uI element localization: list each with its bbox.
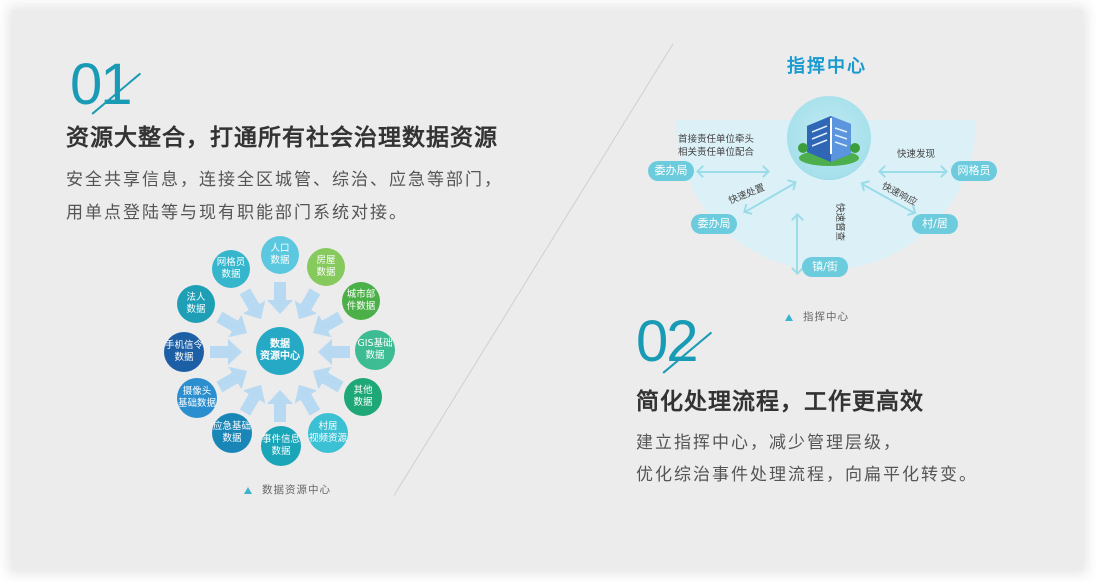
triangle-icon (785, 313, 793, 321)
node-mobile-signal: 手机信令 数据 (164, 332, 204, 372)
node-housing: 房屋 数据 (307, 248, 345, 286)
data-center-caption: 数据资源中心 (244, 482, 331, 497)
node-city-parts: 城市部 件数据 (342, 282, 380, 320)
pill-grid-staff: 网格员 (951, 161, 997, 181)
building-icon (798, 116, 860, 166)
command-center-caption-text: 指挥中心 (803, 311, 849, 323)
section1-desc-line1: 安全共享信息，连接全区城管、综治、应急等部门， (66, 170, 503, 190)
arrow-vertical (796, 215, 798, 273)
node-legal-person: 法人 数据 (177, 285, 215, 323)
label-quick-supervise: 快速督查 (834, 202, 846, 242)
pill-commission-top: 委办局 (648, 161, 694, 181)
node-other: 其他 数据 (344, 378, 382, 416)
section2-desc-line1: 建立指挥中心，减少管理层级， (636, 433, 902, 453)
pill-commission-bottom: 委办局 (691, 214, 737, 234)
section1-title: 资源大整合，打通所有社会治理数据资源 (66, 125, 498, 151)
node-population: 人口 数据 (261, 236, 299, 274)
section1-desc-line2: 用单点登陆等与现有职能部门系统对接。 (66, 203, 408, 223)
note-line2: 相关责任单位配合 (678, 147, 755, 158)
data-center-caption-text: 数据资源中心 (262, 484, 331, 496)
node-event-info: 事件信息 数据 (261, 426, 301, 466)
node-gis: GIS基础 数据 (355, 330, 395, 370)
command-center-title: 指挥中心 (787, 56, 867, 77)
note-line1: 首接责任单位牵头 (678, 134, 755, 145)
pill-town-street: 镇/街 (802, 257, 848, 277)
section2-desc-line2: 优化综治事件处理流程，向扁平化转变。 (636, 465, 978, 485)
arrow-left-top (698, 171, 768, 173)
arrow-right-top (880, 171, 946, 173)
triangle-icon (244, 486, 252, 494)
section2-title: 简化处理流程，工作更高效 (636, 389, 924, 415)
node-emergency: 应急基础 数据 (212, 413, 252, 453)
pill-village: 村/居 (912, 214, 958, 234)
node-camera: 摄像头 基础数据 (177, 378, 217, 418)
command-center-caption: 指挥中心 (785, 309, 849, 324)
section2-number: 02 (636, 309, 698, 374)
node-grid-staff: 网格员 数据 (212, 250, 250, 288)
node-village-video: 村居 视频资源 (308, 413, 348, 453)
command-hub (787, 96, 871, 180)
center-bubble-data-resource-center: 数据 资源中心 (256, 327, 304, 375)
inward-arrows (210, 282, 350, 422)
label-quick-discover: 快速发现 (897, 149, 936, 160)
